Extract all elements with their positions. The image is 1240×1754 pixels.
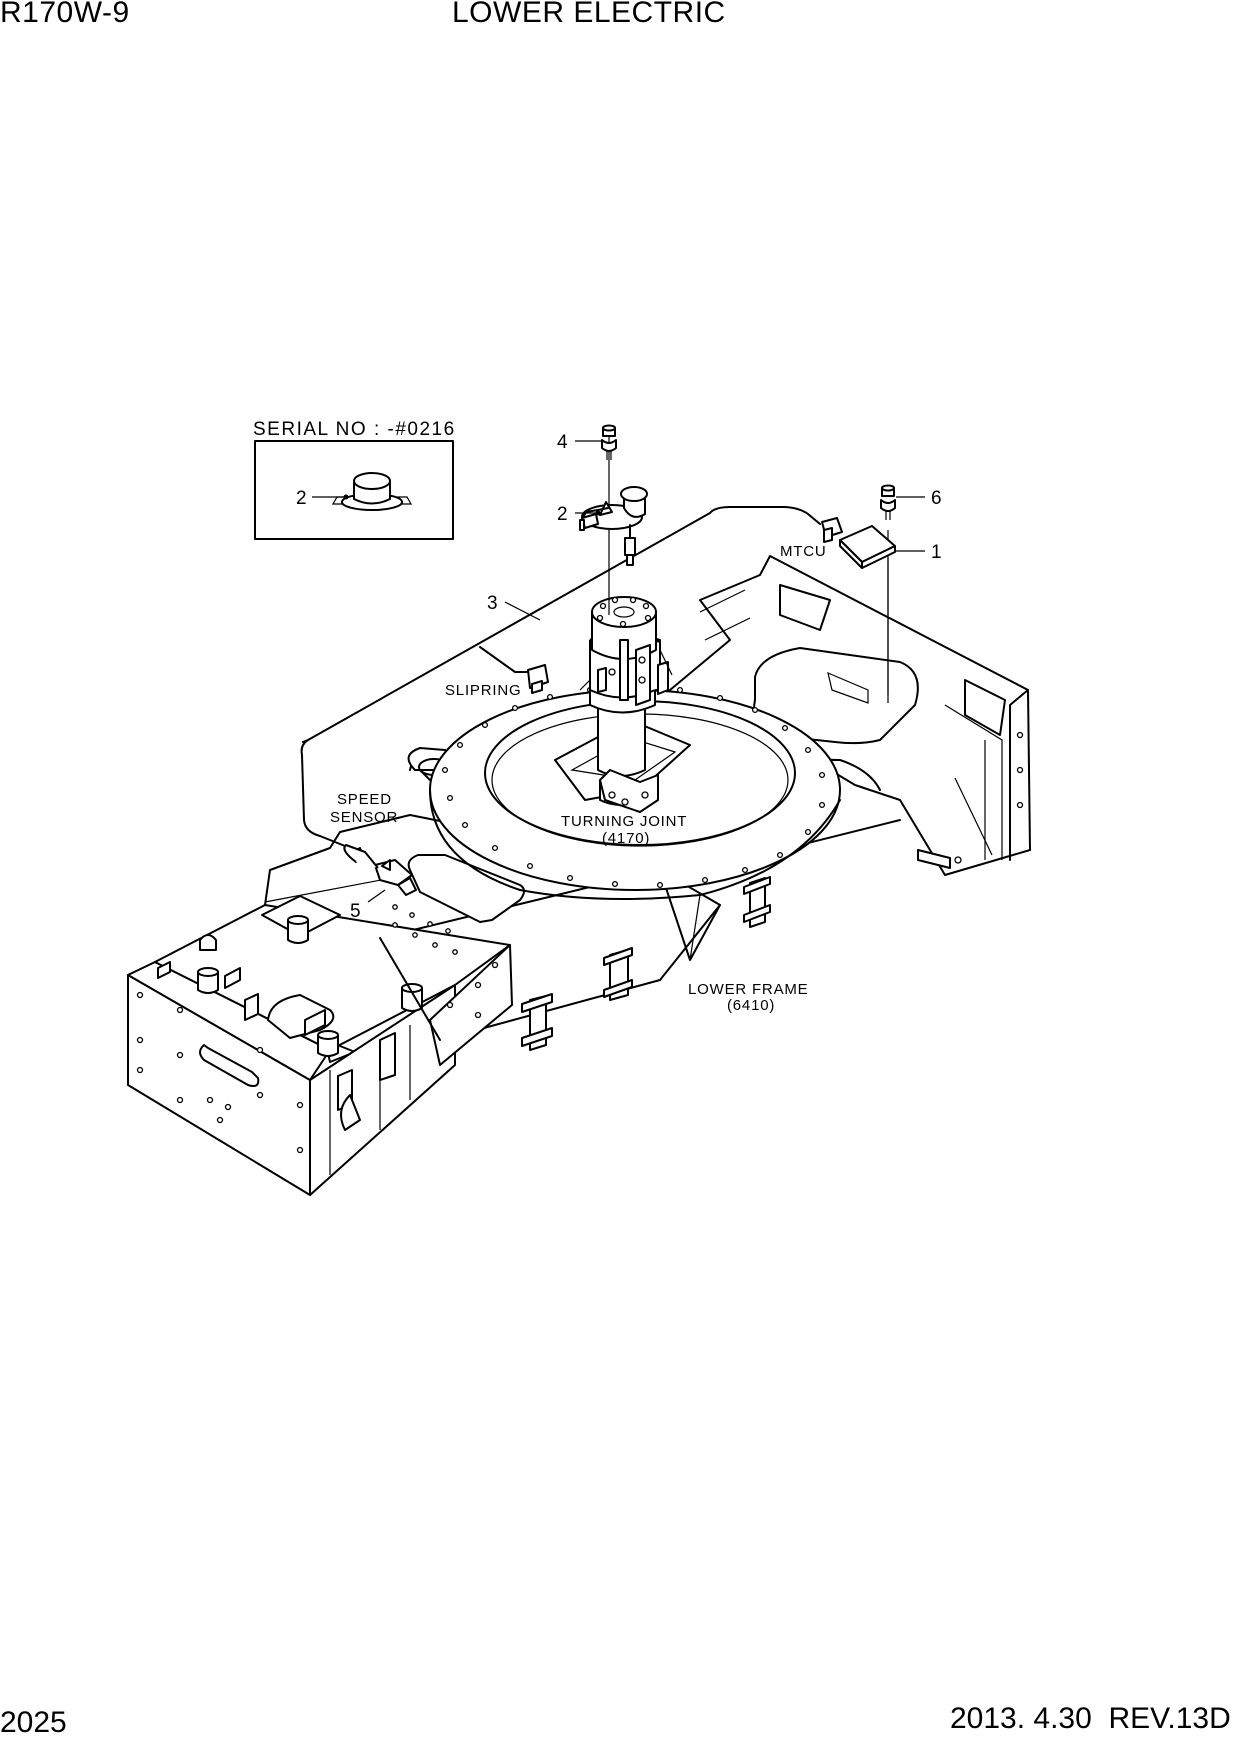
mtcu-unit bbox=[839, 525, 896, 569]
label-lower-frame: LOWER FRAME bbox=[688, 981, 808, 998]
bolt-4 bbox=[601, 424, 617, 460]
inset-callout-2: 2 bbox=[296, 488, 307, 509]
callout-6: 6 bbox=[931, 488, 942, 509]
turning-joint bbox=[554, 596, 691, 813]
callout-1: 1 bbox=[931, 542, 942, 563]
lower-frame bbox=[127, 530, 1031, 1196]
callout-3: 3 bbox=[487, 593, 498, 614]
callout-2: 2 bbox=[557, 504, 568, 525]
label-slipring: SLIPRING bbox=[445, 682, 521, 699]
ring-bolt-holes bbox=[441, 684, 826, 889]
label-lower-frame-ref: (6410) bbox=[727, 997, 775, 1014]
revision-date: 2013. 4.30 REV.13D bbox=[950, 1702, 1231, 1735]
label-turning-joint: TURNING JOINT bbox=[561, 813, 687, 830]
frame-posts bbox=[157, 915, 423, 1131]
speed-sensor bbox=[343, 844, 417, 896]
callout-5: 5 bbox=[350, 901, 361, 922]
label-speed-sensor-2: SENSOR bbox=[330, 809, 398, 826]
inset-caption: SERIAL NO : -#0216 bbox=[253, 419, 456, 440]
wiring-harness bbox=[300, 506, 821, 849]
serial-inset bbox=[254, 440, 454, 540]
leader-3 bbox=[504, 601, 541, 621]
bolt-6 bbox=[880, 484, 896, 520]
label-mtcu: MTCU bbox=[780, 543, 827, 560]
mtcu-connector bbox=[821, 517, 843, 543]
label-speed-sensor-1: SPEED bbox=[337, 791, 392, 808]
page-number: 2025 bbox=[0, 1706, 67, 1739]
page-title: LOWER ELECTRIC bbox=[452, 0, 726, 29]
callout-4: 4 bbox=[557, 432, 568, 453]
slipring-connector bbox=[527, 664, 549, 694]
leader-5 bbox=[367, 889, 386, 903]
model-number: R170W-9 bbox=[0, 0, 130, 29]
label-turning-joint-ref: (4170) bbox=[602, 830, 650, 847]
